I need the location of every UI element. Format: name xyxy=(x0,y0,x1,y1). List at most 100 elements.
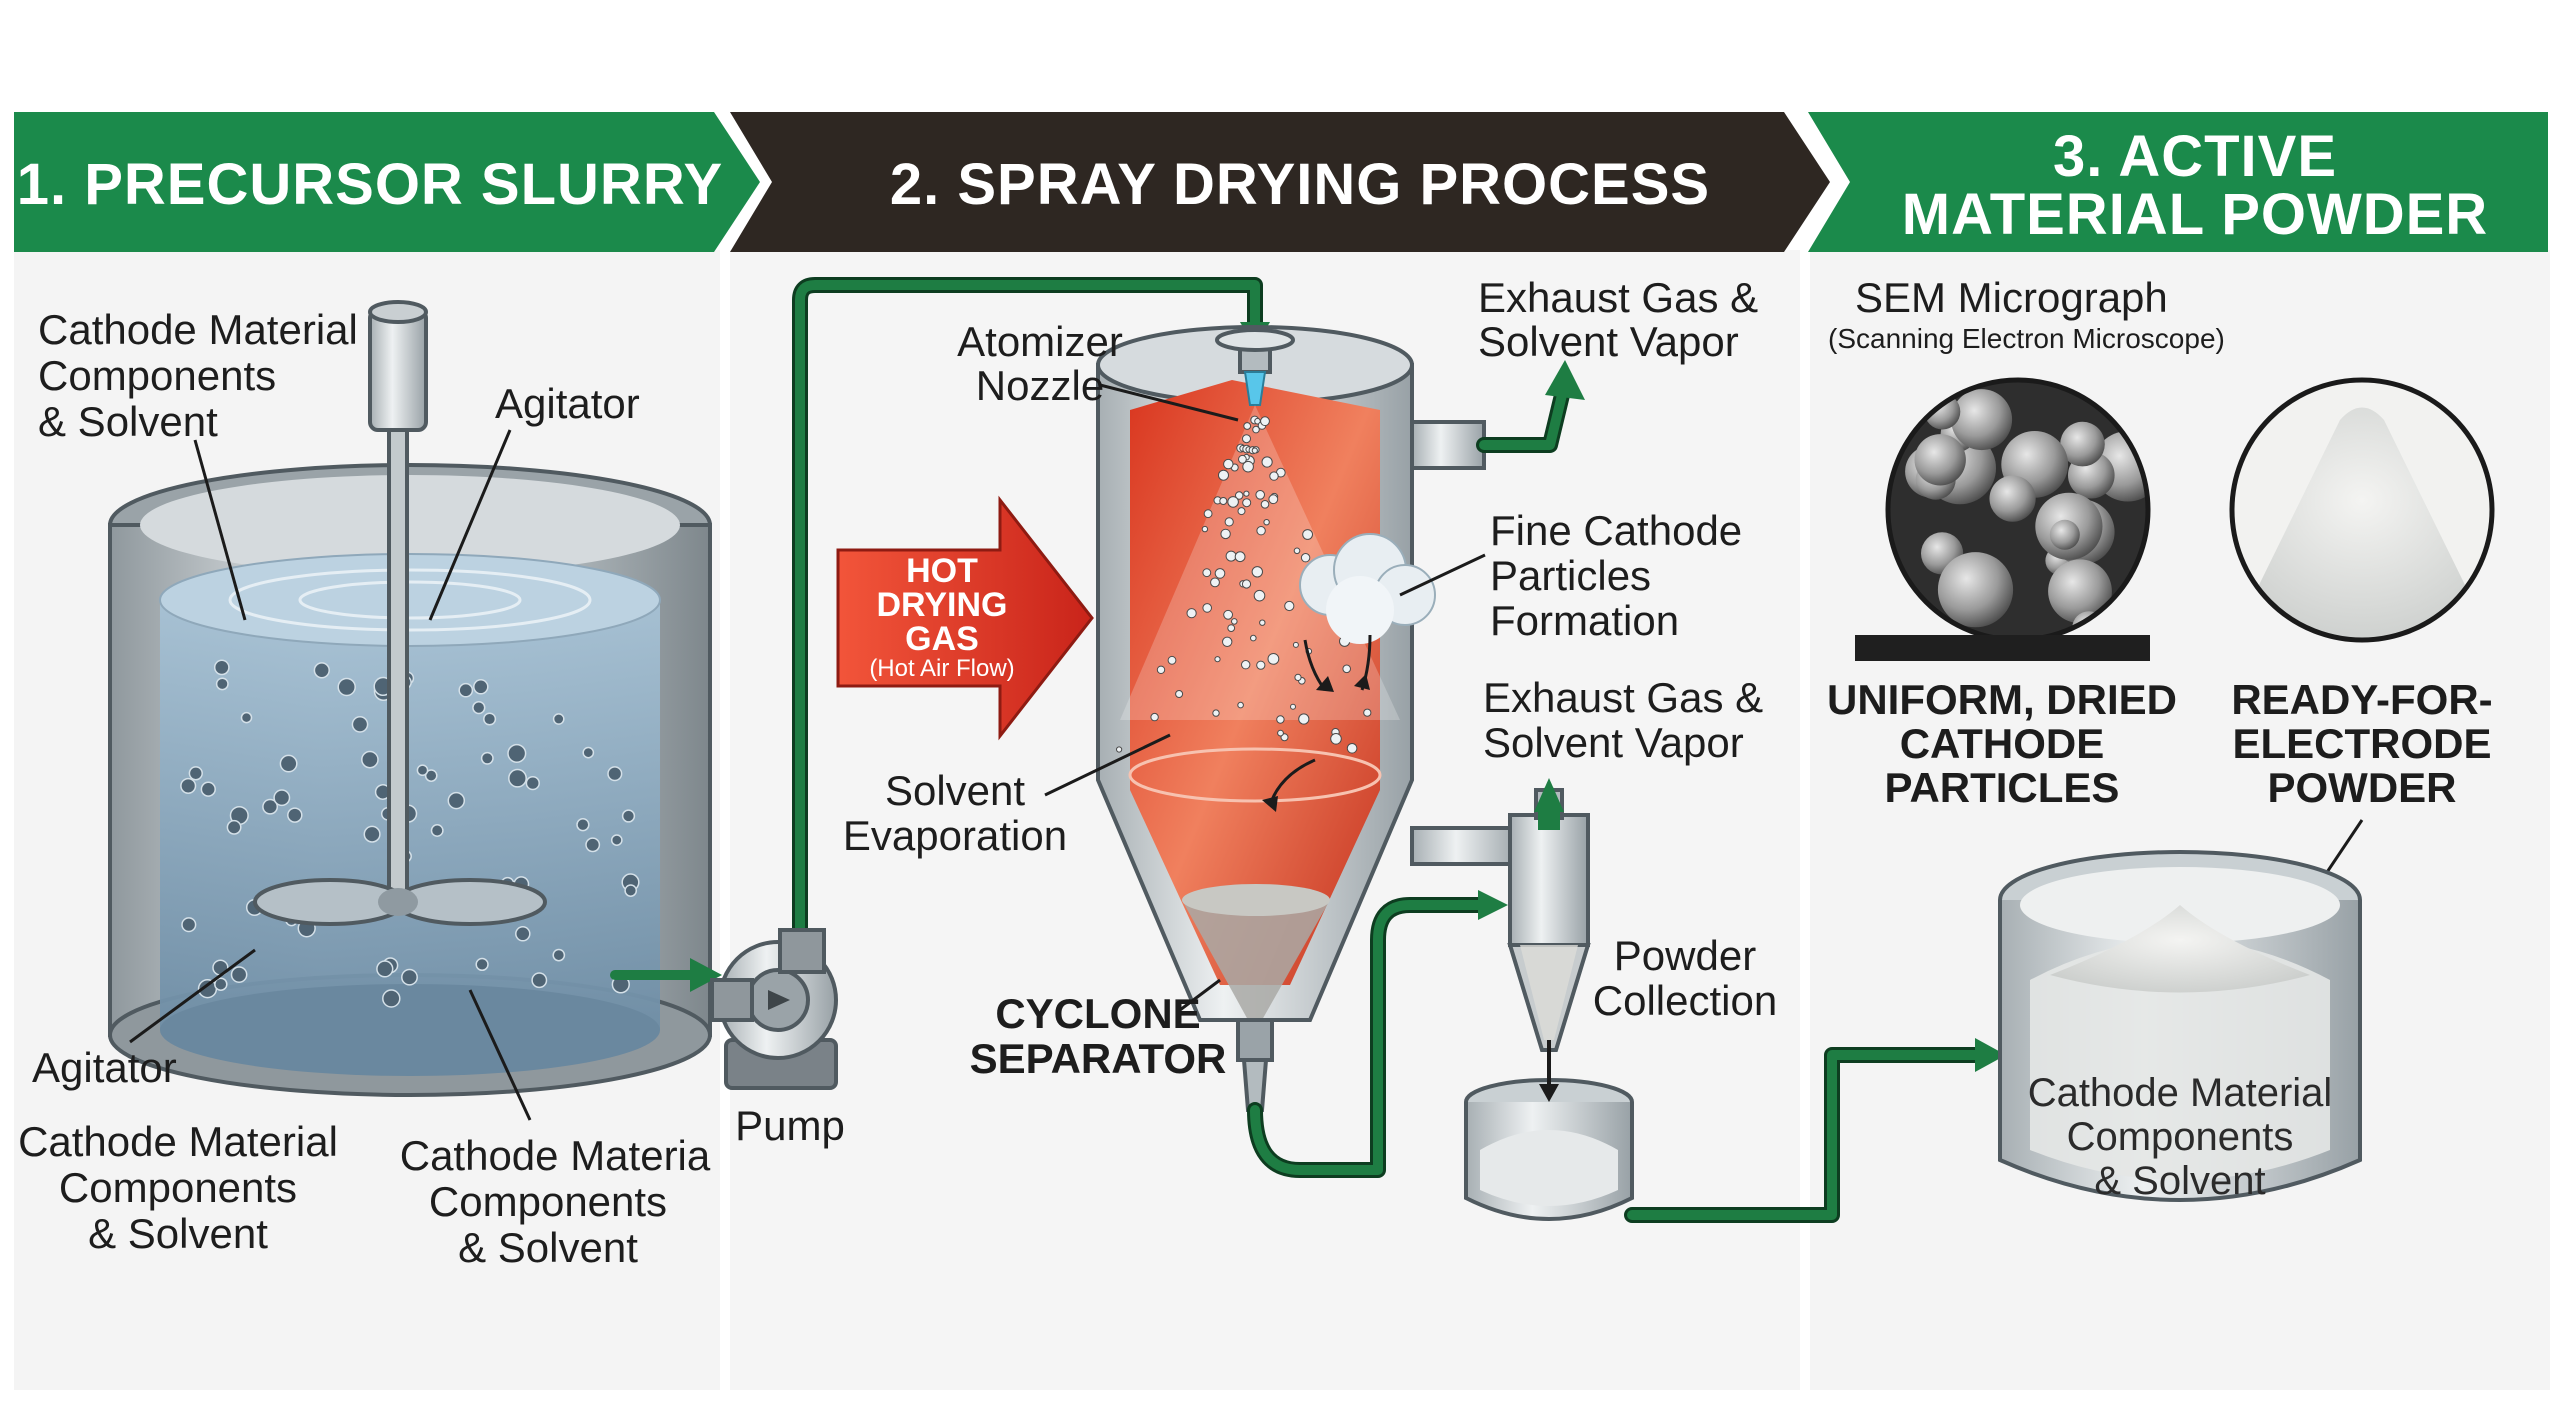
spray-droplet xyxy=(1234,551,1246,563)
slurry-particle xyxy=(363,825,381,843)
spray-droplet xyxy=(1150,712,1159,722)
svg-text:POWDER: POWDER xyxy=(2268,764,2457,811)
slurry-particle xyxy=(621,809,636,823)
cyclone-separator xyxy=(1507,788,1591,1052)
sem-sphere xyxy=(1937,552,2014,628)
label-agitator-top: Agitator xyxy=(495,380,640,427)
spray-droplet xyxy=(1156,665,1166,674)
svg-text:Cathode Material: Cathode Material xyxy=(38,306,358,353)
spray-droplet xyxy=(1243,422,1252,430)
slurry-particle xyxy=(610,834,623,846)
particle-cloud xyxy=(1299,533,1436,644)
jar-to-product-pipe xyxy=(1624,1038,2006,1223)
svg-text:UNIFORM, DRIED: UNIFORM, DRIED xyxy=(1827,676,2177,723)
svg-text:& Solvent: & Solvent xyxy=(458,1224,638,1271)
svg-text:Evaporation: Evaporation xyxy=(843,812,1067,859)
uniform-label: UNIFORM, DRIED CATHODE PARTICLES xyxy=(1827,676,2177,811)
slurry-particle xyxy=(287,807,303,823)
spray-droplet xyxy=(1250,634,1257,642)
hot-gas-arrow: HOT DRYING GAS (Hot Air Flow) xyxy=(836,495,1094,741)
section-1-title: 1. PRECURSOR SLURRY xyxy=(17,152,724,217)
spray-droplet xyxy=(1225,550,1237,562)
spray-droplet xyxy=(1242,460,1254,473)
spray-droplet xyxy=(1235,491,1244,500)
spray-droplet xyxy=(1243,490,1250,497)
slurry-particle xyxy=(401,968,418,986)
svg-text:Fine Cathode: Fine Cathode xyxy=(1490,507,1742,554)
spray-droplet xyxy=(1293,547,1301,555)
spray-droplet xyxy=(1175,690,1184,698)
slurry-particle xyxy=(213,659,230,676)
slurry-particle xyxy=(180,777,197,794)
slurry-particle xyxy=(458,682,474,698)
spray-droplet xyxy=(1116,746,1123,753)
spray-droplet xyxy=(1342,664,1351,674)
slurry-particle xyxy=(361,750,379,769)
spray-droplet xyxy=(1251,566,1264,578)
slurry-particle xyxy=(475,957,489,972)
sem-sphere xyxy=(1989,475,2036,522)
slurry-particle xyxy=(515,926,531,942)
chamber-to-cyclone-pipe xyxy=(1247,890,1508,1178)
spray-droplet xyxy=(1298,713,1310,725)
spray-droplet xyxy=(1259,619,1266,626)
spray-droplet xyxy=(1212,709,1220,717)
slurry-particle xyxy=(585,837,601,853)
spray-droplet xyxy=(1220,528,1231,540)
svg-text:Components: Components xyxy=(38,352,276,399)
spray-droplet xyxy=(1214,568,1226,579)
slurry-particle xyxy=(188,766,203,781)
cyclone-label: CYCLONE SEPARATOR xyxy=(970,990,1227,1082)
spray-droplet xyxy=(1363,708,1372,717)
slurry-particle xyxy=(531,972,548,989)
spray-droplet xyxy=(1227,496,1239,508)
spray-droplet xyxy=(1346,743,1358,754)
slurry-particle xyxy=(181,917,197,933)
slurry-particle xyxy=(525,775,540,791)
svg-text:Particles: Particles xyxy=(1490,552,1651,599)
svg-text:READY-FOR-: READY-FOR- xyxy=(2231,676,2492,723)
slurry-particle xyxy=(240,711,253,724)
label-bottom-left: Cathode Material Components & Solvent xyxy=(18,1118,338,1257)
fine-particles-label: Fine Cathode Particles Formation xyxy=(1490,507,1742,644)
sem-sphere xyxy=(1914,434,1966,486)
hot-gas-line-2: DRYING xyxy=(877,586,1008,624)
pump xyxy=(710,928,838,1090)
spray-droplet xyxy=(1260,416,1270,427)
slurry-particle xyxy=(214,977,228,991)
slurry-particle xyxy=(430,824,444,837)
sem-sphere xyxy=(2049,519,2080,550)
section-2-title: 2. SPRAY DRYING PROCESS xyxy=(890,152,1710,217)
hot-gas-sub: (Hot Air Flow) xyxy=(869,655,1014,682)
spray-droplet xyxy=(1263,519,1270,526)
slurry-particle xyxy=(507,743,527,763)
svg-text:Collection: Collection xyxy=(1593,977,1777,1024)
spray-droplet xyxy=(1231,618,1238,625)
label-bottom-right: Cathode Materia Components & Solvent xyxy=(400,1132,711,1271)
spray-droplet xyxy=(1186,608,1197,619)
slurry-particle xyxy=(424,769,438,782)
spray-droplet xyxy=(1256,660,1266,670)
spray-droplet xyxy=(1219,497,1228,505)
label-top-left: Cathode Material Components & Solvent xyxy=(38,306,358,445)
spray-droplet xyxy=(1238,454,1247,464)
spray-droplet xyxy=(1223,609,1233,620)
slurry-particle xyxy=(200,781,216,797)
slurry-particle xyxy=(447,791,466,810)
svg-text:CYCLONE: CYCLONE xyxy=(995,990,1200,1037)
svg-text:ELECTRODE: ELECTRODE xyxy=(2232,720,2491,767)
slurry-particle xyxy=(576,818,590,832)
label-agitator-bottom: Agitator xyxy=(32,1044,177,1091)
spray-droplet xyxy=(1237,701,1244,709)
spray-droplet xyxy=(1302,529,1313,540)
spray-droplet xyxy=(1260,500,1270,509)
slurry-particle xyxy=(273,789,291,807)
spray-droplet xyxy=(1214,656,1221,663)
spray-droplet xyxy=(1284,600,1295,612)
svg-text:Solvent Vapor: Solvent Vapor xyxy=(1478,318,1739,365)
spray-droplet xyxy=(1210,577,1220,588)
slurry-particle xyxy=(472,700,486,715)
section-3-title-line-1: 3. ACTIVE xyxy=(2053,124,2337,189)
mixing-tank xyxy=(108,300,712,1097)
